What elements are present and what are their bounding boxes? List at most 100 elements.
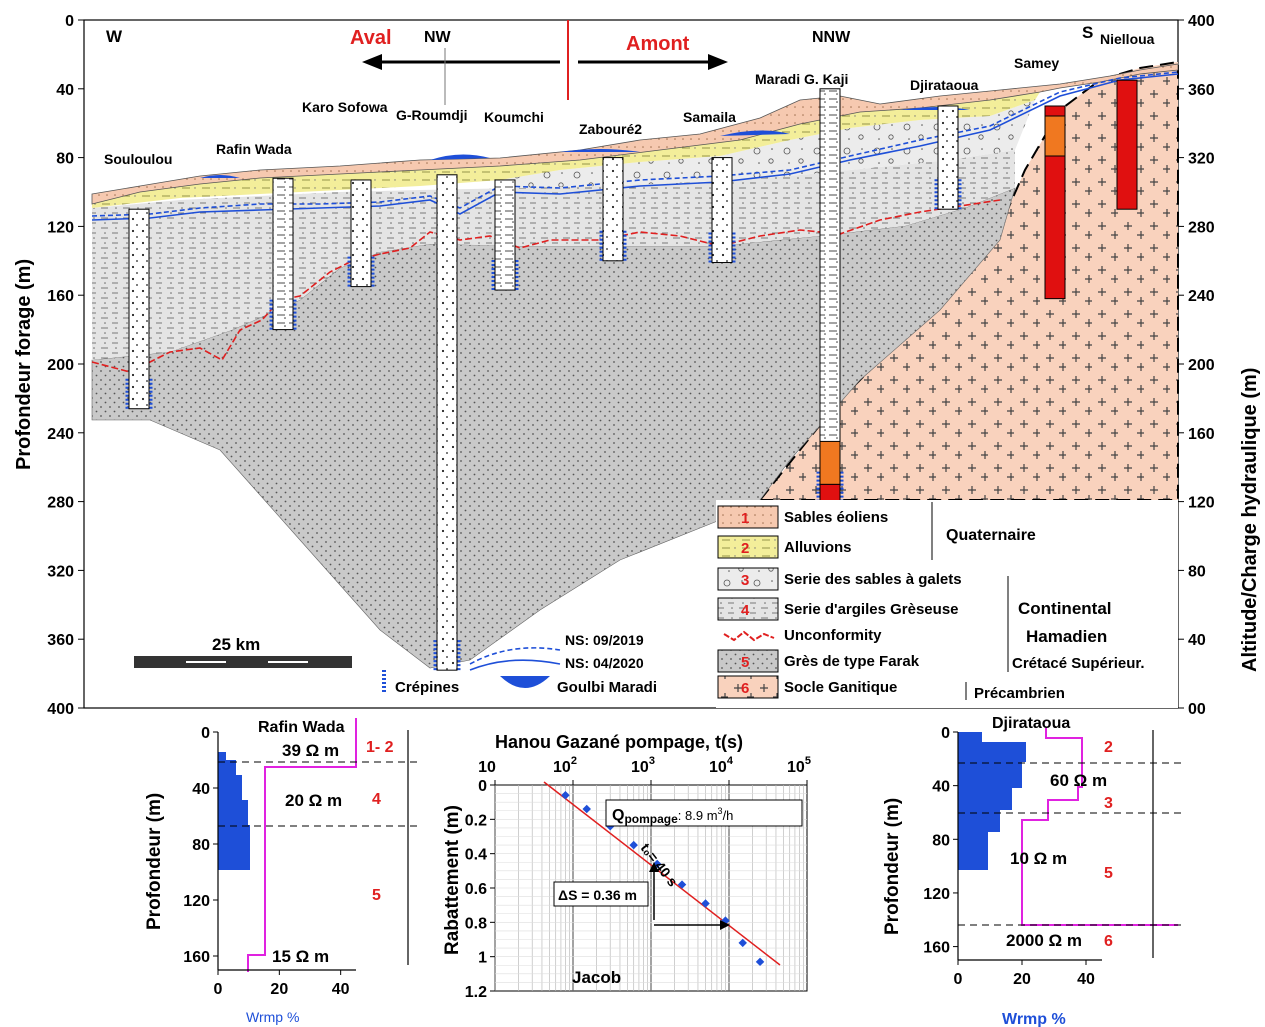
- inset-left-xtick-label: 20: [270, 981, 288, 998]
- well-rafin-wada: Rafin Wada: [216, 141, 297, 331]
- layer-sables-eoliens: [91, 63, 1179, 205]
- inset-right-layer-1: 2: [1104, 739, 1113, 756]
- well-layer-band: [819, 483, 841, 503]
- legend-swatch: [717, 567, 779, 591]
- well-maradi-g-kaji: Maradi G. Kaji: [755, 71, 848, 503]
- left-tick-label: 0: [65, 13, 74, 30]
- jacob-ytick-label: 0: [478, 778, 487, 795]
- right-tick-label: 280: [1188, 219, 1215, 236]
- left-tick-label: 120: [47, 219, 74, 236]
- legend-swatch: [717, 505, 779, 529]
- right-tick-label: 80: [1188, 563, 1206, 580]
- inset-right-title: Djirataoua: [992, 715, 1070, 732]
- water-level-2019: [91, 71, 1179, 217]
- well-label: Zabouré2: [579, 121, 642, 137]
- well-label: Koumchi: [484, 109, 544, 125]
- well-souloulou: Souloulou: [104, 151, 172, 410]
- right-tick-label: 160: [1188, 426, 1215, 443]
- well-label: Rafin Wada: [216, 141, 292, 157]
- well-column: [711, 157, 733, 264]
- jacob-xtick-base: 10: [478, 759, 496, 776]
- legend-label: Unconformity: [784, 627, 882, 644]
- well-column: [272, 177, 294, 331]
- well-column: [436, 174, 458, 671]
- right-axis-title: Altitude/Charge hydraulique (m): [1239, 368, 1261, 672]
- jacob-ytick-label: 0.6: [465, 881, 487, 898]
- right-tick-label: 360: [1188, 82, 1215, 99]
- left-tick-label: 280: [47, 495, 74, 512]
- legend-label: Serie des sables à galets: [784, 571, 962, 588]
- direction-west: W: [106, 27, 123, 46]
- well-column: [602, 157, 624, 262]
- legend-number: 1: [741, 510, 749, 527]
- jacob-xtick-exp: 2: [571, 755, 577, 767]
- legend-crepines: Crépines: [382, 670, 459, 696]
- inset-right-res-3: 2000 Ω m: [1006, 931, 1082, 950]
- inset-left-xtick-label: 0: [214, 981, 223, 998]
- well-label: Souloulou: [104, 151, 172, 167]
- jacob-xtick-base: 10: [631, 759, 649, 776]
- legend-ns2020-line: [469, 659, 561, 671]
- legend-swatch: [723, 630, 775, 642]
- direction-south: S: [1082, 23, 1093, 42]
- left-tick-label: 240: [47, 426, 74, 443]
- left-tick-label: 40: [56, 82, 74, 99]
- left-tick-label: 160: [47, 288, 74, 305]
- well-layer-band: [1044, 115, 1066, 157]
- left-tick-label: 200: [47, 357, 74, 374]
- jacob-xtick-base: 10: [787, 759, 805, 776]
- delta-s-arrow-up: [649, 862, 659, 872]
- jacob-fit-line: [543, 781, 781, 966]
- inset-right-ytick-label: 40: [932, 779, 950, 796]
- legend-number: 2: [741, 540, 749, 557]
- jacob-data-point: [755, 957, 765, 967]
- legend-number: 5: [741, 654, 749, 671]
- legend-ns2019-label: NS: 09/2019: [565, 632, 644, 648]
- jacob-xtick-label: 104: [709, 755, 734, 776]
- inset-left-ytick-label: 80: [192, 837, 210, 854]
- right-tick-label: 200: [1188, 357, 1215, 374]
- well-column: [937, 105, 959, 210]
- jacob-xtick-label: 10: [478, 759, 496, 776]
- inset-right-resistivity-curve: [1021, 728, 1178, 926]
- well-samaila: Samaila: [683, 109, 736, 264]
- well-column: [1116, 79, 1138, 210]
- jacob-xtick-exp: 3: [649, 755, 655, 767]
- well-column: [494, 179, 516, 291]
- inset-right-ytick-label: 80: [932, 832, 950, 849]
- direction-nnw: NNW: [812, 29, 851, 46]
- legend-group-continental: Continental: [1018, 599, 1112, 618]
- inset-left-title: Rafin Wada: [258, 719, 345, 736]
- left-axis-title: Profondeur forage (m): [13, 259, 35, 470]
- well-samey: Samey: [1014, 55, 1066, 300]
- right-tick-label: 240: [1188, 288, 1215, 305]
- inset-right-layer-3: 5: [1104, 865, 1113, 882]
- inset-left-xtick-label: 40: [332, 981, 350, 998]
- inset-right-ytick-label: 160: [923, 940, 950, 957]
- right-tick-label: 40: [1188, 632, 1206, 649]
- scale-bar-label: 25 km: [212, 635, 260, 654]
- legend-label: Grès de type Farak: [784, 653, 920, 670]
- inset-left-layer-3: 5: [372, 887, 381, 904]
- inset-mid-title: Hanou Gazané pompage, t(s): [495, 732, 743, 752]
- q-pompage-box: [605, 799, 803, 827]
- legend-ns2020-label: NS: 04/2020: [565, 655, 644, 671]
- well-g-roumdji: G-Roumdji: [396, 107, 468, 671]
- layer-argiles-greseuse: [92, 150, 1015, 360]
- inset-right-layer-2: 3: [1104, 795, 1113, 812]
- inset-left-ylabel: Profondeur (m): [144, 793, 165, 930]
- jacob-ytick-label: 0.2: [465, 812, 487, 829]
- legend-swatch: [717, 649, 779, 673]
- jacob-xtick-label: 102: [553, 755, 577, 776]
- well-zabour-2: Zabouré2: [579, 121, 642, 262]
- legend-group-hamadien: Hamadien: [1026, 627, 1107, 646]
- q-pompage-label: Qpompage: 8.9 m3/h: [612, 806, 733, 826]
- unconformity-line: [91, 199, 1001, 373]
